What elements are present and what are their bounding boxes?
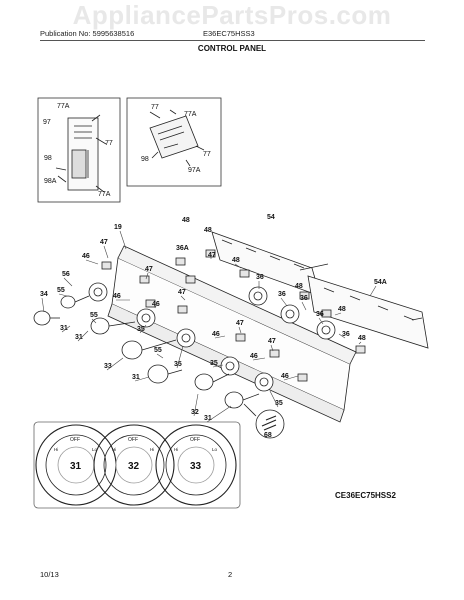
inset-label: 77 [105, 140, 113, 147]
part-label: 48 [338, 306, 346, 313]
inset-label: 97 [43, 119, 51, 126]
part-label: 68 [264, 432, 272, 439]
part-label: 33 [104, 363, 112, 370]
part-label: 36 [316, 311, 324, 318]
dial-faces-frame [33, 421, 241, 509]
screw-callout [243, 403, 285, 439]
part-label: 47 [100, 239, 108, 246]
part-label: 34 [40, 291, 48, 298]
leader-lines [41, 230, 377, 423]
watermark: AppliancePartsPros.com [72, 0, 392, 30]
part-label: 31 [60, 325, 68, 332]
dial-mark: OFF [70, 437, 80, 443]
dial-mark: Hi [54, 447, 58, 452]
publication-number: Publication No: 5995638516 [40, 29, 135, 38]
part-label: 46 [250, 353, 258, 360]
dial-mark: Hi [150, 447, 154, 452]
dial-face-33 [155, 424, 237, 506]
part-label: 31 [75, 334, 83, 341]
dial-number: 32 [128, 461, 140, 472]
part-label: 55 [90, 312, 98, 319]
knob [60, 295, 90, 309]
knob [121, 339, 177, 360]
control-knobs [33, 295, 260, 409]
dial-number: 31 [70, 461, 82, 472]
dial-mark: Lo [212, 447, 218, 452]
dial-mark: Lo [92, 447, 98, 452]
inset-label: 77 [203, 151, 211, 158]
knob [147, 364, 183, 384]
inset-label: 98A [44, 178, 57, 185]
part-label: 46 [113, 293, 121, 300]
part-label: 46 [82, 253, 90, 260]
dial-number: 33 [190, 461, 202, 472]
dial-mark: OFF [190, 437, 200, 443]
part-label: 48 [358, 335, 366, 342]
part-label: 55 [154, 347, 162, 354]
part-label: 35 [137, 326, 145, 333]
knob [194, 373, 230, 391]
inset-label: 77A [184, 111, 197, 118]
footer-date: 10/13 [40, 570, 59, 579]
part-label: 36 [300, 295, 308, 302]
knob [33, 310, 60, 326]
part-label: 36A [176, 245, 189, 252]
panel-switches [101, 249, 366, 382]
part-label: 31 [204, 415, 212, 422]
part-label: 54 [267, 214, 275, 221]
dial-mark: OFF [128, 437, 138, 443]
part-label: 47 [268, 338, 276, 345]
knob [90, 317, 136, 335]
dial-face-32 [93, 424, 175, 506]
part-label: 32 [191, 409, 199, 416]
part-label: 47 [178, 289, 186, 296]
inset-box-right [126, 97, 222, 187]
inset-label: 77 [151, 104, 159, 111]
diagram-code: CE36EC75HSS2 [335, 491, 396, 500]
part-label: 36 [278, 291, 286, 298]
inset-label: 77A [57, 103, 70, 110]
part-label: 47 [145, 266, 153, 273]
part-label: 55 [57, 287, 65, 294]
inset-label: 98 [44, 155, 52, 162]
part-label: 54A [374, 279, 387, 286]
dial-mark: Hi [174, 447, 178, 452]
part-label: 48 [182, 217, 190, 224]
inset-label: 98 [141, 156, 149, 163]
section-title: CONTROL PANEL [197, 44, 267, 53]
model-number: E36EC75HSS3 [203, 29, 255, 38]
part-label: 36 [256, 274, 264, 281]
part-label: 48 [295, 283, 303, 290]
part-label: 47 [208, 252, 216, 259]
part-label: 47 [236, 320, 244, 327]
part-label: 35 [210, 360, 218, 367]
part-label: 56 [62, 271, 70, 278]
part-label: 31 [132, 374, 140, 381]
part-label: 46 [152, 301, 160, 308]
inset-label: 77A [98, 191, 111, 198]
part-label: 48 [232, 257, 240, 264]
header-rule [40, 40, 425, 41]
part-label: 19 [114, 224, 122, 231]
part-label: 46 [212, 331, 220, 338]
dial-mark: Hi [112, 447, 116, 452]
rear-brackets [211, 231, 429, 349]
part-label: 36 [342, 331, 350, 338]
inset-label: 97A [188, 167, 201, 174]
panel-knob-sockets [88, 282, 336, 392]
part-label: 46 [281, 373, 289, 380]
part-label: 48 [204, 227, 212, 234]
page-number: 2 [228, 570, 233, 579]
knob [224, 391, 260, 409]
inset-box-left [37, 97, 121, 203]
part-label: 35 [275, 400, 283, 407]
